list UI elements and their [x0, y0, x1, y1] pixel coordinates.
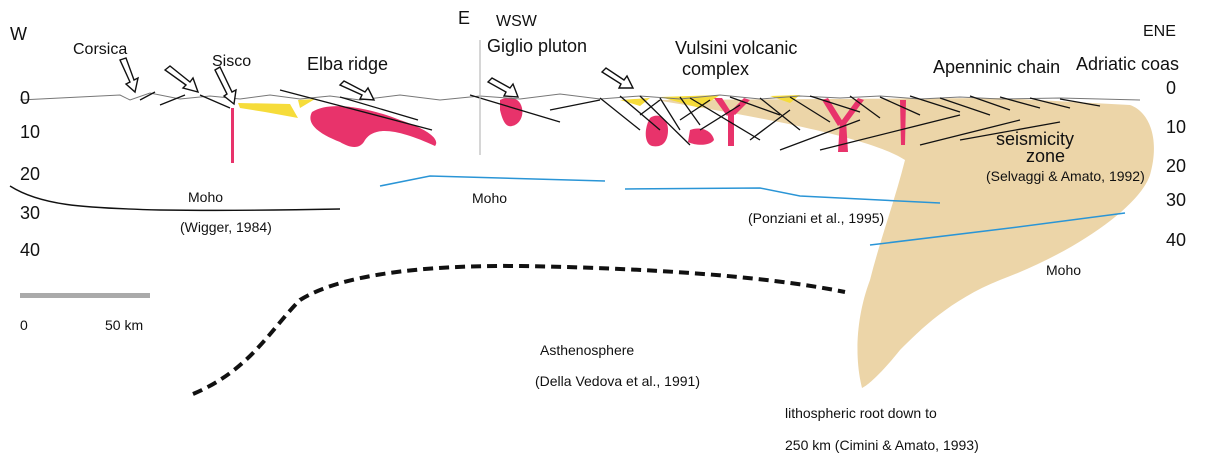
depth-label: 20	[1166, 156, 1186, 176]
depth-label: 20	[20, 164, 40, 184]
moho-label-left: Moho	[188, 189, 223, 205]
asthenosphere-source: (Della Vedova et al., 1991)	[535, 373, 700, 389]
label-vulsini-line2: complex	[682, 59, 749, 79]
moho-label-right: Moho	[1046, 262, 1081, 278]
label-apenninic-chain: Apenninic chain	[933, 57, 1060, 77]
scale-bar	[20, 293, 150, 298]
depth-label: 40	[1166, 230, 1186, 250]
direction-east: E	[458, 8, 470, 28]
moho-label-mid: Moho	[472, 190, 507, 206]
moho-line-blue-right	[625, 188, 940, 203]
direction-wsw: WSW	[496, 13, 538, 30]
moho-line-blue-mid	[380, 176, 605, 186]
depth-label: 0	[1166, 78, 1176, 98]
label-giglio-pluton: Giglio pluton	[487, 36, 587, 56]
label-corsica: Corsica	[73, 41, 127, 58]
depth-label: 30	[20, 203, 40, 223]
label-adriatic-coast: Adriatic coas	[1076, 54, 1179, 74]
direction-west: W	[10, 24, 27, 44]
label-elba-ridge: Elba ridge	[307, 54, 388, 74]
asthenosphere-label: Asthenosphere	[540, 342, 634, 358]
depth-label: 10	[20, 122, 40, 142]
lithospheric-root-line1: lithospheric root down to	[785, 405, 937, 421]
depth-label: 30	[1166, 190, 1186, 210]
depth-axis-left: 0 10 20 30 40	[20, 88, 40, 260]
moho-line-left	[10, 186, 340, 210]
sediment-basin	[298, 99, 315, 108]
seismicity-label-line2: zone	[1026, 146, 1065, 166]
lithospheric-root-line2: 250 km (Cimini & Amato, 1993)	[785, 437, 979, 453]
depth-label: 10	[1166, 117, 1186, 137]
direction-ene: ENE	[1143, 23, 1176, 40]
depth-label: 40	[20, 240, 40, 260]
sediment-basin	[238, 103, 298, 118]
moho-source-right: (Ponziani et al., 1995)	[748, 210, 884, 226]
label-sisco: Sisco	[212, 53, 251, 70]
depth-axis-right: 0 10 20 30 40	[1166, 78, 1186, 250]
moho-source-left: (Wigger, 1984)	[180, 219, 272, 235]
depth-label: 0	[20, 88, 30, 108]
asthenosphere-boundary	[193, 266, 845, 394]
seismicity-source: (Selvaggi & Amato, 1992)	[986, 168, 1145, 184]
scale-bar-end: 50 km	[105, 317, 143, 333]
label-vulsini-line1: Vulsini volcanic	[675, 38, 797, 58]
scale-bar-start: 0	[20, 317, 28, 333]
